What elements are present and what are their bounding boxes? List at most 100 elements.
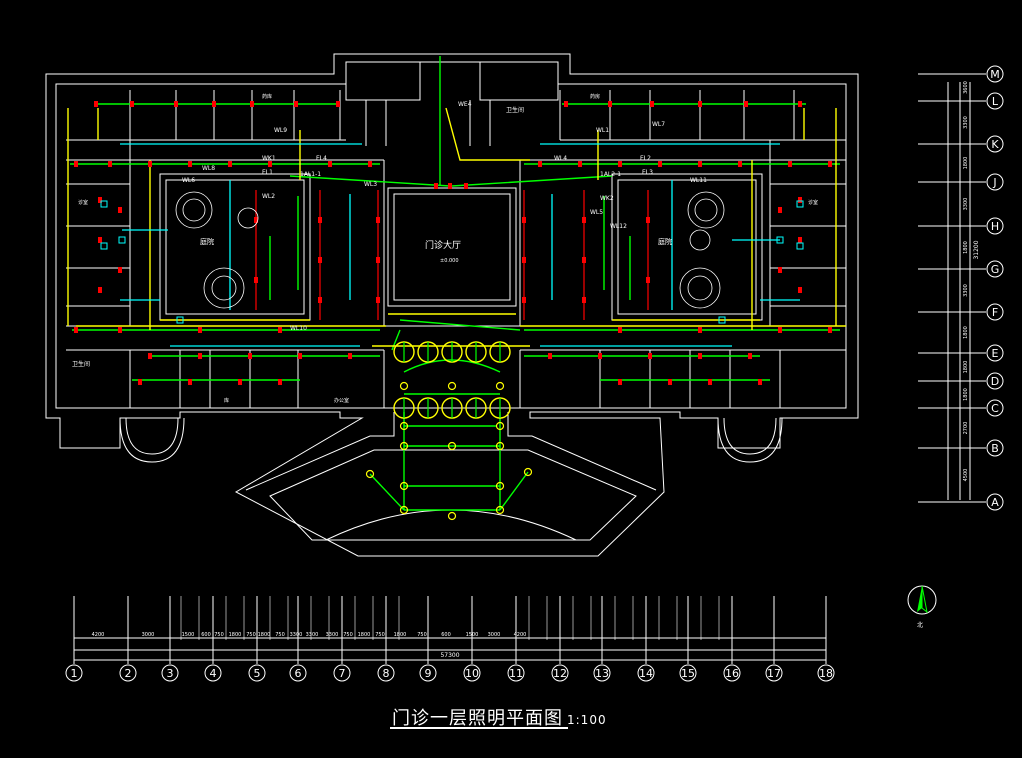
north-arrow: 北	[907, 585, 937, 629]
axis-id: L	[992, 95, 999, 108]
canopy-light	[495, 421, 505, 431]
circuit-label: WL1	[596, 127, 609, 134]
axis-bubble	[377, 664, 395, 682]
axis-bubble	[593, 664, 611, 682]
axis-bubble	[119, 664, 137, 682]
fixture-marker	[522, 297, 526, 303]
room-label-pharmacy: 药房	[590, 93, 600, 100]
span-dim: 1800	[229, 632, 242, 638]
fixture-marker	[376, 257, 380, 263]
axis-bubble	[986, 135, 1004, 153]
fixture-marker	[294, 101, 298, 107]
fixture-marker	[798, 287, 802, 293]
axis-id: 9	[425, 667, 432, 680]
fixture-marker	[788, 161, 792, 167]
room-label-store: 库	[224, 397, 229, 404]
axis-bubble	[551, 664, 569, 682]
row-dim: 3300	[963, 284, 969, 297]
circuit-label: 1AL2-1	[600, 171, 621, 178]
lobby-label: 门诊大厅	[425, 239, 461, 251]
row-dim: 2700	[963, 422, 969, 435]
fixture-marker	[522, 217, 526, 223]
fixture-marker	[582, 297, 586, 303]
building-walls	[45, 53, 859, 557]
span-dim: 600	[441, 632, 451, 638]
fixture-marker	[148, 161, 152, 167]
fixture-marker	[548, 353, 552, 359]
fixture-marker	[448, 183, 452, 189]
axis-id: C	[991, 402, 999, 415]
courtyard-label-left: 庭院	[200, 237, 214, 246]
fixture-switch	[100, 242, 108, 250]
circuit-label: WL4	[554, 155, 567, 162]
axis-bubble	[986, 303, 1004, 321]
fixture-marker	[376, 217, 380, 223]
circuit-label: WL5	[590, 209, 603, 216]
fixture-marker	[648, 353, 652, 359]
fixture-marker	[138, 379, 142, 385]
axis-bubble	[986, 173, 1004, 191]
fixture-marker	[74, 161, 78, 167]
span-dim: 1800	[394, 632, 407, 638]
axis-bubble	[986, 399, 1004, 417]
fixture-marker	[318, 257, 322, 263]
axis-id: A	[991, 496, 999, 509]
axis-id: G	[991, 263, 1000, 276]
fixture-marker	[108, 161, 112, 167]
fixture-marker	[464, 183, 468, 189]
fixture-marker	[94, 101, 98, 107]
interior-labels: 门诊大厅 ±0.000 庭院 庭院 卫生间 卫生间 库 药房 药库 诊室 诊室 …	[72, 93, 818, 404]
axis-bubble	[507, 664, 525, 682]
fixture-marker	[318, 297, 322, 303]
courtyard-label-right: 庭院	[658, 237, 672, 246]
span-dim: 1800	[258, 632, 271, 638]
axis-bubble	[986, 217, 1004, 235]
fixture-marker	[758, 379, 762, 385]
fixture-marker	[582, 217, 586, 223]
axis-bubble	[986, 493, 1004, 511]
axis-id: 15	[681, 667, 695, 680]
room-label-wc-left: 卫生间	[72, 360, 90, 368]
circuit-label: WL8	[202, 165, 215, 172]
fixture-marker	[250, 101, 254, 107]
span-dim: 750	[246, 632, 256, 638]
axis-bubble	[765, 664, 783, 682]
axis-id: 13	[595, 667, 609, 680]
fixture-marker	[582, 257, 586, 263]
room-label-drugstore: 药库	[262, 93, 272, 100]
fixture-marker	[578, 161, 582, 167]
fixture-marker	[698, 353, 702, 359]
axis-id: B	[991, 442, 999, 455]
fixture-switch	[796, 242, 804, 250]
row-dim: 1800	[963, 361, 969, 374]
axis-id: J	[992, 176, 996, 189]
axis-bubble	[986, 260, 1004, 278]
canopy-light	[399, 421, 409, 431]
fixture-switch	[796, 200, 804, 208]
fixture-marker	[646, 277, 650, 283]
fixture-marker	[118, 207, 122, 213]
axis-id: D	[991, 375, 999, 388]
axis-bubble	[204, 664, 222, 682]
axis-id: 7	[339, 667, 346, 680]
circuit-label: EL3	[642, 169, 653, 176]
canopy-light	[495, 481, 505, 491]
row-dim: 3600	[963, 81, 969, 94]
span-dim: 3300	[290, 632, 303, 638]
canopy-light	[495, 441, 505, 451]
fixture-marker	[278, 327, 282, 333]
fixture-marker	[298, 353, 302, 359]
fixture-switch	[718, 316, 726, 324]
total-dim: 31200	[973, 240, 980, 259]
axis-id: 12	[553, 667, 567, 680]
axis-bubble	[637, 664, 655, 682]
axis-bubble	[161, 664, 179, 682]
span-dim: 3000	[142, 632, 155, 638]
span-dim: 750	[343, 632, 353, 638]
circuit-label: EL2	[640, 155, 651, 162]
axis-id: 16	[725, 667, 739, 680]
axis-id: 2	[125, 667, 132, 680]
canopy-light	[365, 469, 375, 479]
